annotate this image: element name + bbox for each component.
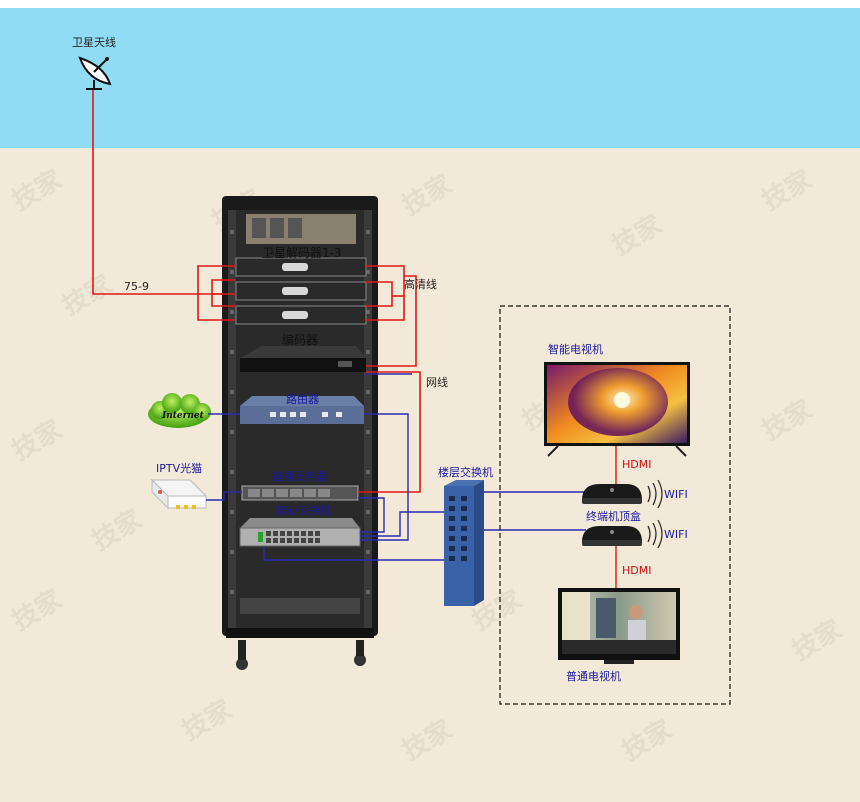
wifi-label: WIFI [664,488,688,501]
hdmi-label: HDMI [622,564,651,577]
hdmi-label: HDMI [622,458,651,471]
internet-cloud-icon [148,393,211,428]
satellite-antenna-label: 卫星天线 [72,35,116,49]
stb-label: 终端机顶盒 [586,509,641,523]
wifi-icon [647,479,663,509]
floor-switch-label: 楼层交换机 [438,465,493,479]
ground-background [0,148,860,802]
network-cables [206,373,586,561]
user-area-boundary [499,305,731,705]
iptv-modem-icon [150,478,208,510]
smart-tv-label: 智能电视机 [548,342,603,356]
floor-switch-icon [444,480,484,606]
sat-decoder-label: 卫星解码器1-3 [262,246,342,260]
router-unit [240,396,364,424]
core-switch-label: 核心交换机 [276,503,331,517]
cable-75-9-label: 75-9 [124,280,149,293]
satellite-dish-icon [78,56,112,90]
wifi-label: WIFI [664,528,688,541]
router-label: 路由器 [286,392,319,406]
hd-cable-label: 高清线 [404,277,437,291]
wifi-icon [647,519,663,549]
sky-background [0,8,860,148]
live-server-unit [241,485,359,501]
set-top-box-icon [582,526,642,546]
smart-tv-icon [544,362,690,457]
set-top-box-icon [582,484,642,504]
regular-tv-label: 普通电视机 [566,669,621,683]
satellite-decoder-units [235,257,367,325]
regular-tv-icon [558,588,680,664]
live-server-label: 直播服务器 [272,469,327,483]
coax-cable [92,90,232,295]
hd-cables [197,265,421,493]
internet-label: Internet [161,411,205,421]
core-switch-unit [239,518,361,547]
encoder-label: 编码器 [282,332,318,347]
iptv-modem-label: IPTV光猫 [156,461,202,475]
network-cable-label: 网线 [426,375,448,389]
encoder-unit [240,346,366,372]
